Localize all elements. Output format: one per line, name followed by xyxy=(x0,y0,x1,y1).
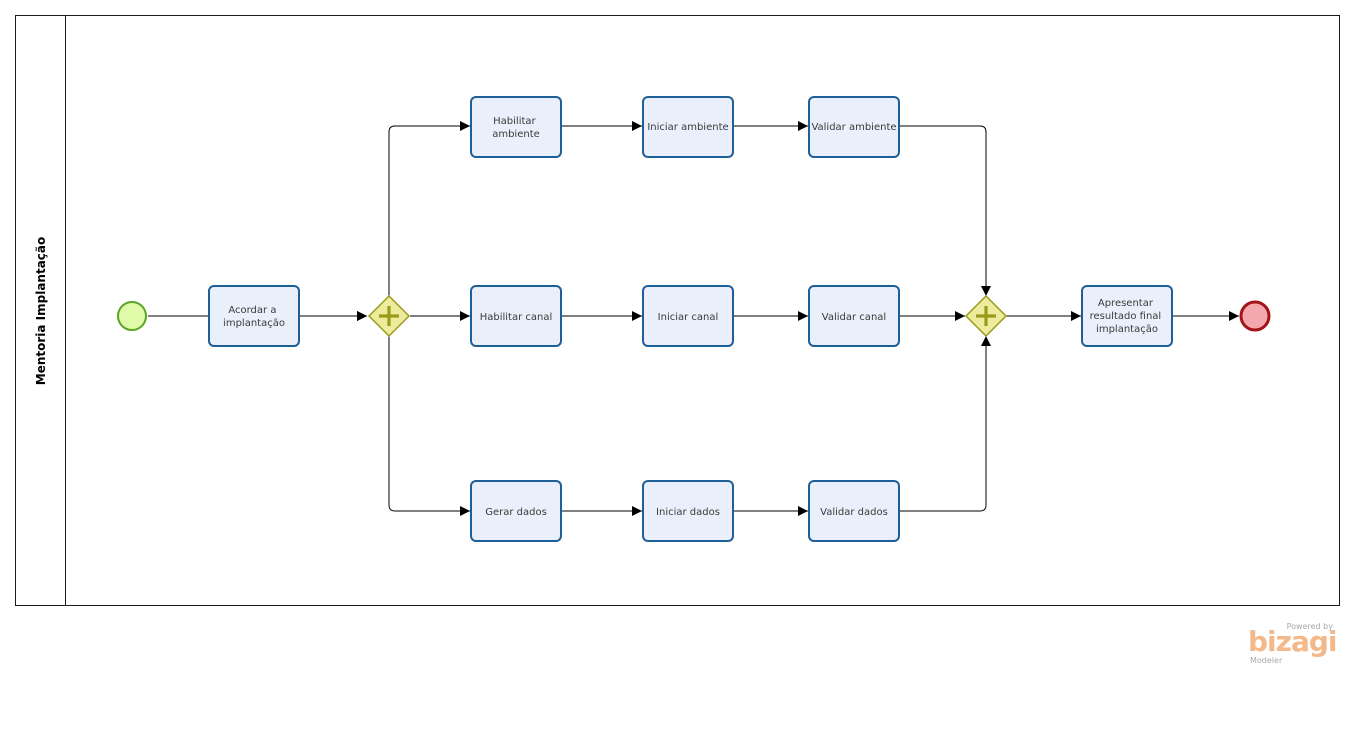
pool-title: Mentoria Implantação xyxy=(34,237,48,386)
task-validar-dados[interactable]: Validar dados xyxy=(808,480,900,542)
powered-by-label: Powered by xyxy=(1286,622,1333,631)
task-label: Iniciar ambiente xyxy=(647,122,728,133)
flow-validar-dados-to-join[interactable] xyxy=(899,336,991,512)
sequence-flows xyxy=(148,121,1239,516)
start-event[interactable] xyxy=(117,301,147,331)
flow-split-to-habilitar-ambiente[interactable] xyxy=(388,121,470,297)
task-habilitar-canal[interactable]: Habilitar canal xyxy=(470,285,562,347)
task-label: Acordar a implantação xyxy=(223,305,285,329)
task-validar-canal[interactable]: Validar canal xyxy=(808,285,900,347)
parallel-gateway-split[interactable] xyxy=(367,294,411,338)
task-label: Validar ambiente xyxy=(811,122,896,133)
bizagi-logo: bizagi xyxy=(1248,625,1337,658)
task-label: Iniciar dados xyxy=(656,507,720,518)
task-iniciar-dados[interactable]: Iniciar dados xyxy=(642,480,734,542)
task-gerar-dados[interactable]: Gerar dados xyxy=(470,480,562,542)
task-acordar[interactable]: Acordar a implantação xyxy=(208,285,300,347)
parallel-gateway-join[interactable] xyxy=(964,294,1008,338)
modeler-label: Modeler xyxy=(1250,656,1283,665)
flow-split-to-gerar-dados[interactable] xyxy=(388,336,470,516)
task-label: Validar canal xyxy=(822,312,886,323)
bizagi-watermark: Powered by bizagi Modeler xyxy=(1248,622,1338,668)
task-label: Apresentar resultado final implantação xyxy=(1090,298,1165,335)
task-iniciar-canal[interactable]: Iniciar canal xyxy=(642,285,734,347)
flow-validar-ambiente-to-join[interactable] xyxy=(899,125,991,296)
task-label: Gerar dados xyxy=(485,507,547,518)
task-validar-ambiente[interactable]: Validar ambiente xyxy=(808,96,900,158)
task-iniciar-ambiente[interactable]: Iniciar ambiente xyxy=(642,96,734,158)
end-event[interactable] xyxy=(1239,300,1271,332)
task-habilitar-ambiente[interactable]: Habilitar ambiente xyxy=(470,96,562,158)
task-label: Habilitar canal xyxy=(480,312,553,323)
task-apresentar[interactable]: Apresentar resultado final implantação xyxy=(1081,285,1173,347)
task-label: Habilitar ambiente xyxy=(492,116,540,140)
task-label: Validar dados xyxy=(820,507,888,518)
task-label: Iniciar canal xyxy=(658,312,719,323)
